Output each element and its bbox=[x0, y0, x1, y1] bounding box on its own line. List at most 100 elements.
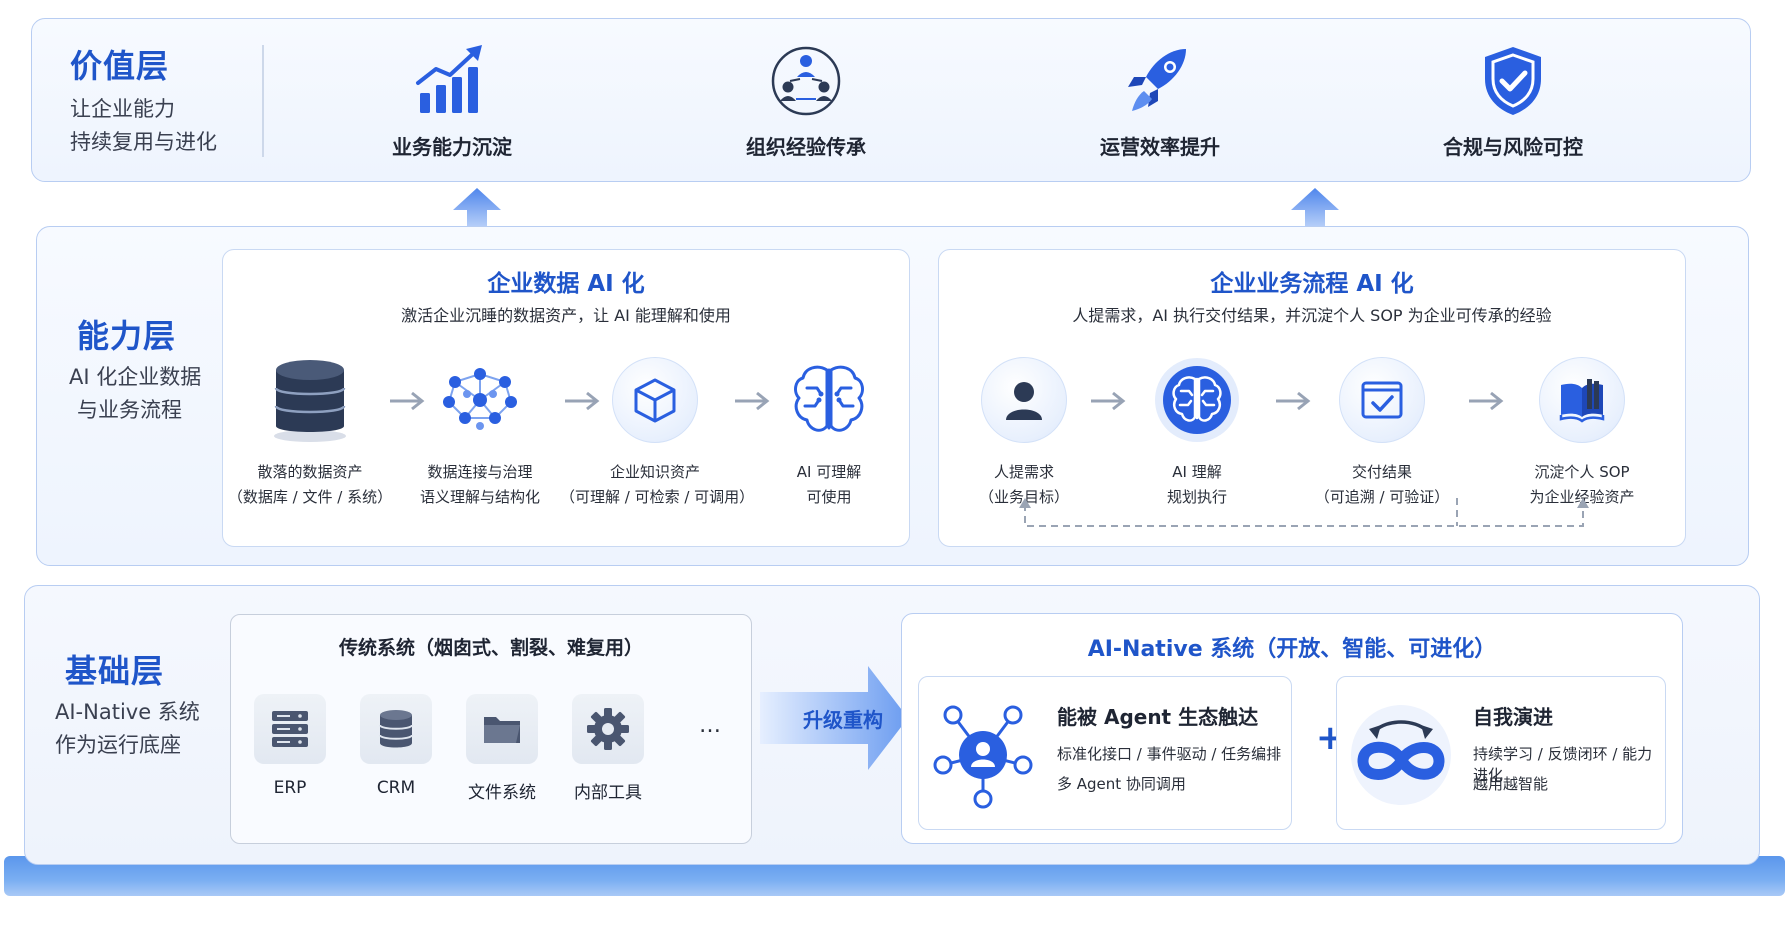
system-file: 文件系统 bbox=[447, 694, 557, 803]
right-arrow-icon bbox=[390, 391, 425, 411]
step-human-request: 人提需求 （业务目标） bbox=[929, 350, 1119, 510]
agent-network-icon bbox=[933, 705, 1033, 809]
right-arrow-icon bbox=[1469, 391, 1504, 411]
step-label: 人提需求 bbox=[993, 463, 1054, 481]
foundation-layer-title: 基础层 bbox=[65, 652, 165, 690]
step-ai-planning: AI 理解 规划执行 bbox=[1102, 350, 1292, 510]
capability-layer-subtitle: AI 化企业数据 与业务流程 bbox=[69, 361, 201, 427]
step-sublabel: （业务目标） bbox=[978, 488, 1069, 506]
step-label: 交付结果 bbox=[1351, 463, 1412, 481]
value-layer-title: 价值层 bbox=[70, 47, 170, 85]
value-label: 业务能力沉淀 bbox=[392, 135, 512, 159]
value-layer-subtitle-line2: 持续复用与进化 bbox=[70, 130, 217, 154]
value-layer-subtitle: 让企业能力 持续复用与进化 bbox=[70, 93, 217, 159]
step-label: 企业知识资产 bbox=[609, 463, 700, 481]
feature-line: 持续学习 / 反馈闭环 / 能力进化 bbox=[1473, 745, 1653, 784]
legacy-systems-title: 传统系统（烟囱式、割裂、难复用） bbox=[338, 637, 643, 659]
book-icon-bg bbox=[1539, 357, 1625, 443]
step-ai-usable: AI 可理解 可使用 bbox=[734, 350, 924, 510]
user-icon-bg bbox=[981, 357, 1067, 443]
step-sublabel: （可追溯 / 可验证） bbox=[1314, 488, 1450, 506]
process-ai-panel-title: 企业业务流程 AI 化 bbox=[1210, 271, 1414, 297]
data-ai-panel: 企业数据 AI 化 激活企业沉睡的数据资产，让 AI 能理解和使用 散落的数据资… bbox=[222, 249, 910, 547]
ai-native-title: AI-Native 系统（开放、智能、可进化） bbox=[1087, 637, 1497, 662]
feedback-loop-line bbox=[1019, 498, 1589, 527]
step-label: 数据连接与治理 bbox=[427, 463, 533, 481]
feature-line: 多 Agent 协同调用 bbox=[1057, 775, 1186, 793]
upgrade-arrow-icon bbox=[760, 666, 908, 770]
right-arrow-icon bbox=[1276, 391, 1311, 411]
foundation-layer: 基础层 AI-Native 系统 作为运行底座 传统系统（烟囱式、割裂、难复用）… bbox=[24, 585, 1760, 865]
step-sublabel: 可使用 bbox=[806, 488, 852, 506]
database-stack-icon bbox=[379, 710, 413, 748]
data-ai-panel-subtitle: 激活企业沉睡的数据资产，让 AI 能理解和使用 bbox=[401, 306, 731, 325]
upgrade-label: 升级重构 bbox=[803, 708, 883, 732]
step-sop-asset: 沉淀个人 SOP 为企业经验资产 bbox=[1487, 350, 1677, 510]
data-ai-panel-title: 企业数据 AI 化 bbox=[487, 271, 645, 297]
capability-layer-subtitle-line2: 与业务流程 bbox=[77, 398, 182, 422]
right-arrow-icon bbox=[1091, 391, 1126, 411]
step-label: AI 可理解 bbox=[796, 463, 862, 481]
shield-check-icon bbox=[1485, 47, 1541, 115]
gear-icon bbox=[587, 708, 629, 750]
checklist-icon bbox=[1361, 381, 1403, 419]
feature-line: 标准化接口 / 事件驱动 / 任务编排 bbox=[1057, 745, 1282, 763]
value-item-experience: 组织经验传承 bbox=[706, 41, 906, 160]
ai-native-panel: AI-Native 系统（开放、智能、可进化） 能被 Agent 生态触达 标准… bbox=[901, 613, 1683, 844]
graph-network-icon bbox=[443, 368, 517, 430]
value-item-capability: 业务能力沉淀 bbox=[352, 41, 552, 160]
step-label: 散落的数据资产 bbox=[257, 463, 363, 481]
value-item-compliance: 合规与风险可控 bbox=[1413, 41, 1613, 160]
cube-icon bbox=[634, 378, 676, 423]
capability-layer: 能力层 AI 化企业数据 与业务流程 企业数据 AI 化 激活企业沉睡的数据资产… bbox=[36, 226, 1749, 566]
system-name: 文件系统 bbox=[468, 783, 536, 803]
feature-title: 能被 Agent 生态触达 bbox=[1057, 705, 1259, 729]
value-item-efficiency: 运营效率提升 bbox=[1060, 41, 1260, 160]
rocket-icon bbox=[1128, 49, 1186, 111]
right-arrow-icon bbox=[565, 391, 600, 411]
ai-brain-icon bbox=[1155, 358, 1239, 442]
more-systems-ellipsis: … bbox=[699, 713, 723, 738]
infinity-loop-icon bbox=[1351, 705, 1451, 805]
step-sublabel: （可理解 / 可检索 / 可调用） bbox=[560, 488, 755, 506]
system-internal-tools: 内部工具 bbox=[553, 694, 663, 803]
step-data-assets: 散落的数据资产 （数据库 / 文件 / 系统） bbox=[215, 350, 405, 510]
system-name: CRM bbox=[376, 778, 416, 798]
database-icon bbox=[274, 360, 346, 442]
value-layer: 价值层 让企业能力 持续复用与进化 业务能力沉淀 组织经验传承 bbox=[31, 18, 1751, 182]
server-rack-icon bbox=[272, 711, 308, 747]
folder-icon bbox=[484, 717, 520, 743]
capability-layer-subtitle-line1: AI 化企业数据 bbox=[69, 365, 202, 389]
brain-icon bbox=[794, 365, 864, 432]
feature-agent-reach: 能被 Agent 生态触达 标准化接口 / 事件驱动 / 任务编排 多 Agen… bbox=[918, 676, 1292, 830]
right-arrow-icon bbox=[735, 391, 770, 411]
up-arrow-icon bbox=[453, 188, 501, 236]
up-arrow-icon bbox=[1291, 188, 1339, 236]
step-label: AI 理解 bbox=[1172, 463, 1222, 481]
system-erp: ERP bbox=[235, 694, 345, 798]
value-label: 运营效率提升 bbox=[1100, 135, 1220, 159]
feature-line: 越用越智能 bbox=[1473, 775, 1549, 793]
value-label: 合规与风险可控 bbox=[1443, 135, 1583, 159]
capability-layer-title: 能力层 bbox=[77, 317, 177, 355]
legacy-systems-panel: 传统系统（烟囱式、割裂、难复用） ERP bbox=[230, 614, 752, 844]
step-sublabel: 为企业经验资产 bbox=[1529, 488, 1635, 506]
checklist-icon-bg bbox=[1339, 357, 1425, 443]
value-label: 组织经验传承 bbox=[746, 135, 866, 159]
step-sublabel: （数据库 / 文件 / 系统） bbox=[227, 488, 393, 506]
step-data-governance: 数据连接与治理 语义理解与结构化 bbox=[385, 350, 575, 510]
system-name: ERP bbox=[273, 778, 307, 798]
user-icon bbox=[1006, 382, 1042, 420]
step-deliver-results: 交付结果 （可追溯 / 可验证） bbox=[1287, 350, 1477, 510]
step-knowledge-assets: 企业知识资产 （可理解 / 可检索 / 可调用） bbox=[560, 350, 755, 510]
process-ai-panel-subtitle: 人提需求，AI 执行交付结果，并沉淀个人 SOP 为企业可传承的经验 bbox=[1072, 306, 1552, 325]
value-divider bbox=[262, 45, 264, 157]
step-label: 沉淀个人 SOP bbox=[1534, 463, 1630, 481]
foundation-layer-subtitle: AI-Native 系统 作为运行底座 bbox=[55, 696, 200, 762]
cube-icon-bg bbox=[612, 357, 698, 443]
step-sublabel: 语义理解与结构化 bbox=[419, 488, 540, 506]
feature-title: 自我演进 bbox=[1473, 705, 1553, 729]
foundation-layer-subtitle-line2: 作为运行底座 bbox=[55, 733, 181, 757]
system-name: 内部工具 bbox=[574, 783, 642, 803]
step-sublabel: 规划执行 bbox=[1166, 488, 1227, 506]
